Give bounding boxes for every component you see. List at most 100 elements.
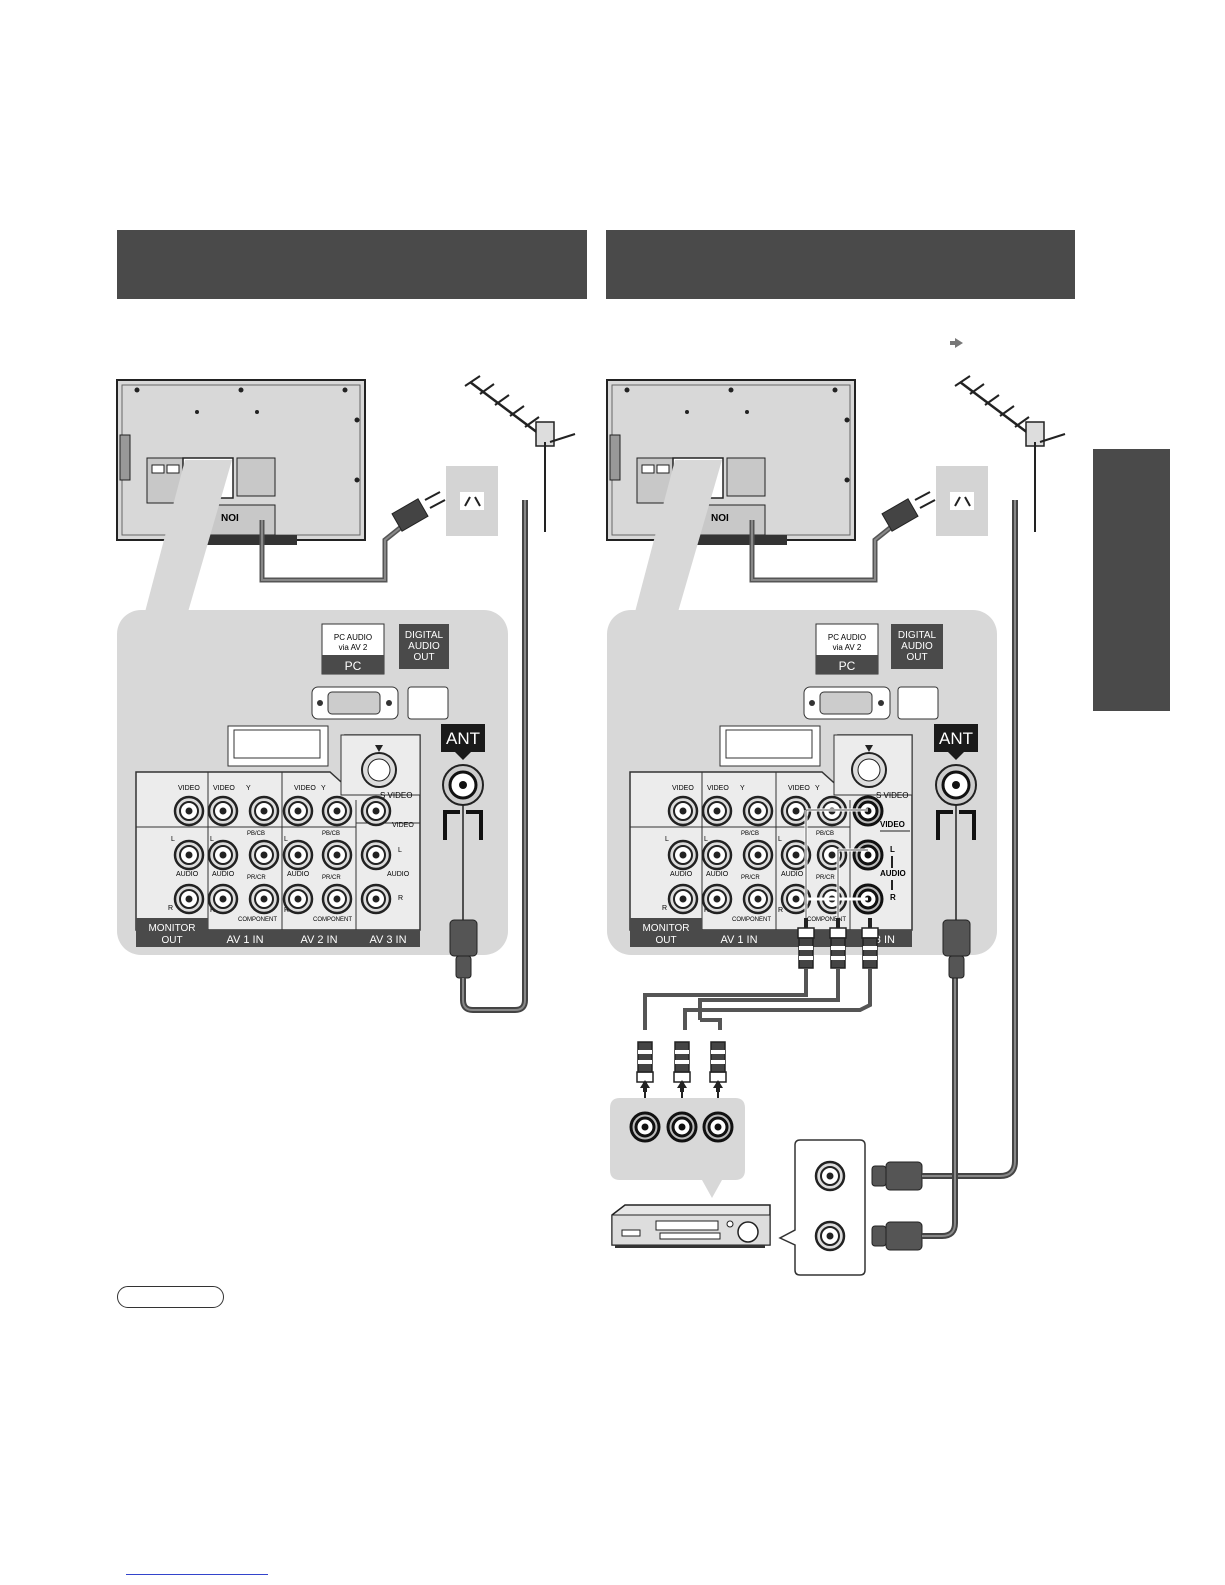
svg-text:Y: Y [246, 785, 251, 792]
svg-text:AUDIO: AUDIO [670, 871, 693, 878]
right-tv-rf-cable [922, 978, 958, 1239]
svg-text:AV 3 IN: AV 3 IN [369, 934, 406, 946]
note-label-pill [117, 1286, 224, 1308]
svg-text:via AV 2: via AV 2 [339, 643, 368, 652]
svg-text:DIGITAL: DIGITAL [405, 630, 444, 641]
svg-text:VIDEO: VIDEO [880, 820, 905, 829]
svg-text:AV 2 IN: AV 2 IN [300, 934, 337, 946]
side-index-tab [1093, 449, 1170, 711]
svg-text:VIDEO: VIDEO [707, 785, 729, 792]
svg-text:COMPONENT: COMPONENT [732, 917, 771, 923]
footer-link-underline[interactable] [126, 1574, 268, 1575]
svg-text:PB/CB: PB/CB [322, 831, 340, 837]
svg-text:AV 1 IN: AV 1 IN [226, 934, 263, 946]
right-tv-terminal-mark: NOI [711, 513, 729, 524]
right-av-cable [643, 968, 872, 1030]
svg-text:S VIDEO: S VIDEO [876, 791, 908, 800]
right-av-jack-block: S VIDEO VIDEO VIDEO Y VIDEO Y VIDEO PB/C… [629, 734, 913, 947]
svg-text:R: R [210, 907, 215, 914]
left-section-header [117, 230, 587, 299]
left-optical-port [407, 686, 449, 720]
svg-text:Y: Y [321, 785, 326, 792]
svg-text:L: L [665, 836, 669, 843]
svg-text:L: L [778, 836, 782, 843]
svg-text:R: R [704, 907, 709, 914]
svg-text:VIDEO: VIDEO [788, 785, 810, 792]
svg-text:VIDEO: VIDEO [672, 785, 694, 792]
svg-text:L: L [171, 836, 175, 843]
svg-text:AUDIO: AUDIO [212, 871, 235, 878]
svg-text:AUDIO: AUDIO [901, 641, 933, 652]
left-pc-audio-box: PC AUDIO via AV 2 PC [321, 623, 385, 675]
svg-text:AUDIO: AUDIO [706, 871, 729, 878]
svg-text:AUDIO: AUDIO [408, 641, 440, 652]
svg-text:PC: PC [345, 659, 362, 673]
right-power-plug-icon [881, 491, 936, 532]
left-tv-back [116, 379, 366, 546]
svg-text:L: L [398, 847, 402, 854]
svg-text:AUDIO: AUDIO [287, 871, 310, 878]
svg-text:COMPONENT: COMPONENT [313, 917, 352, 923]
svg-text:R: R [284, 907, 289, 914]
right-wall-outlet [935, 465, 989, 537]
left-coax-plug [449, 919, 478, 979]
left-s-video-jack [361, 745, 397, 788]
svg-text:COMPONENT: COMPONENT [807, 917, 846, 923]
svg-text:VIDEO: VIDEO [392, 822, 414, 829]
svg-text:AV 1 IN: AV 1 IN [720, 934, 757, 946]
svg-text:Y: Y [740, 785, 745, 792]
svg-text:S VIDEO: S VIDEO [380, 791, 412, 800]
left-tv-terminal-plate: NOI [221, 513, 239, 524]
svg-text:via AV 2: via AV 2 [833, 643, 862, 652]
right-rf-terminal-box [778, 1139, 866, 1276]
svg-text:PC AUDIO: PC AUDIO [828, 633, 866, 642]
right-pc-dsub-port [803, 686, 891, 720]
right-optical-port [897, 686, 939, 720]
right-pc-audio-box: PC AUDIO via AV 2 PC [815, 623, 879, 675]
svg-text:PB/CB: PB/CB [247, 831, 265, 837]
svg-text:PR/CR: PR/CR [247, 875, 266, 881]
svg-text:DIGITAL: DIGITAL [898, 630, 937, 641]
svg-text:NOI: NOI [221, 513, 239, 524]
svg-text:R: R [778, 907, 783, 914]
svg-text:R: R [168, 905, 173, 912]
svg-text:R: R [398, 895, 403, 902]
right-rf-coax-plugs [871, 1161, 923, 1251]
svg-text:ANT: ANT [939, 729, 973, 748]
svg-text:OUT: OUT [655, 935, 676, 946]
left-power-plug-icon [391, 491, 446, 532]
svg-text:PR/CR: PR/CR [816, 875, 835, 881]
left-wall-outlet [445, 465, 499, 537]
svg-text:OUT: OUT [413, 652, 434, 663]
right-arrow-icon [950, 338, 963, 348]
svg-text:R: R [662, 905, 667, 912]
right-s-video-jack [851, 745, 887, 788]
left-pc-dsub-port [311, 686, 399, 720]
right-digital-audio-out-box: DIGITAL AUDIO OUT [891, 624, 943, 669]
svg-text:PC AUDIO: PC AUDIO [334, 633, 372, 642]
svg-text:PR/CR: PR/CR [322, 875, 341, 881]
left-digital-audio-out-box: DIGITAL AUDIO OUT [399, 624, 449, 669]
svg-text:MONITOR: MONITOR [642, 923, 689, 934]
right-tv-back [606, 379, 856, 546]
right-section-header [606, 230, 1075, 299]
svg-text:L: L [284, 836, 288, 843]
svg-text:COMPONENT: COMPONENT [238, 917, 277, 923]
left-zoom-cone [145, 460, 232, 612]
svg-text:AUDIO: AUDIO [781, 871, 804, 878]
svg-text:VIDEO: VIDEO [213, 785, 235, 792]
right-coax-plug [942, 919, 971, 979]
svg-text:PC: PC [839, 659, 856, 673]
svg-text:L: L [704, 836, 708, 843]
svg-text:PR/CR: PR/CR [741, 875, 760, 881]
svg-text:VIDEO: VIDEO [294, 785, 316, 792]
svg-text:Y: Y [815, 785, 820, 792]
svg-text:PB/CB: PB/CB [741, 831, 759, 837]
left-av-jack-block: S VIDEO VIDEO VIDEO Y VIDEO Y VIDEO PB/C… [135, 734, 421, 947]
right-vcr-device-icon [611, 1204, 771, 1248]
svg-text:AUDIO: AUDIO [176, 871, 199, 878]
svg-text:MONITOR: MONITOR [148, 923, 195, 934]
svg-text:L: L [210, 836, 214, 843]
right-ant-terminal: ANT [934, 724, 978, 840]
